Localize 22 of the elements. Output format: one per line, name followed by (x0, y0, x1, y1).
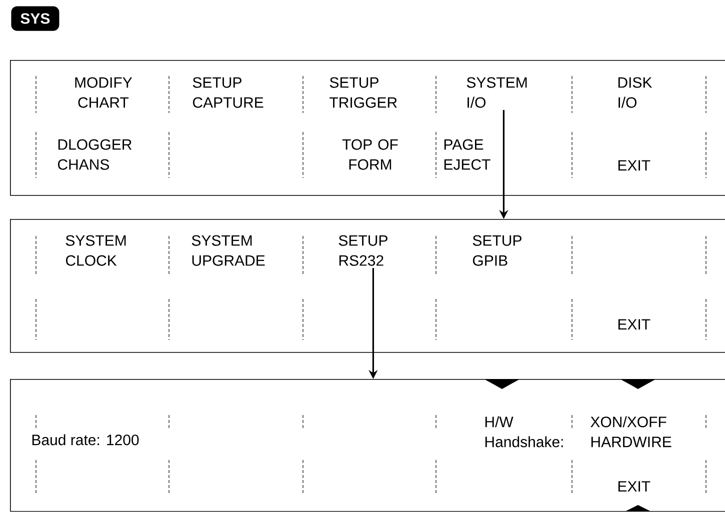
softkey-label: EXIT (618, 319, 650, 330)
softkey-label: DLOGGER CHANS (58, 139, 132, 170)
menu-panel (10, 379, 725, 512)
softkey-label: SETUP CAPTURE (192, 77, 264, 108)
softkey-label: EXIT (618, 160, 650, 171)
softkey-label: XON/XOFF HARDWIRE (590, 416, 672, 448)
softkey-label: TOP OF FORM (342, 139, 398, 170)
softkey-label: SYSTEM UPGRADE (192, 235, 265, 266)
softkey-label: MODIFY CHART (75, 77, 132, 108)
softkey-label: H/W Handshake: (485, 416, 563, 448)
softkey-label: EXIT (618, 481, 650, 492)
softkey-label: SYSTEM I/O (466, 77, 527, 108)
softkey-label: SETUP GPIB (472, 235, 522, 266)
softkey-label: PAGE EJECT (444, 139, 490, 170)
menu-panel (10, 219, 725, 353)
key-button: SYS (11, 6, 60, 31)
softkey-label: DISK I/O (618, 77, 652, 108)
softkey-label: SETUP TRIGGER (330, 77, 397, 108)
softkey-label: Baud rate: 1200 (32, 434, 139, 446)
softkey-label: SETUP RS232 (338, 235, 388, 266)
menu-panel (10, 60, 725, 196)
softkey-label: SYSTEM CLOCK (66, 235, 126, 266)
